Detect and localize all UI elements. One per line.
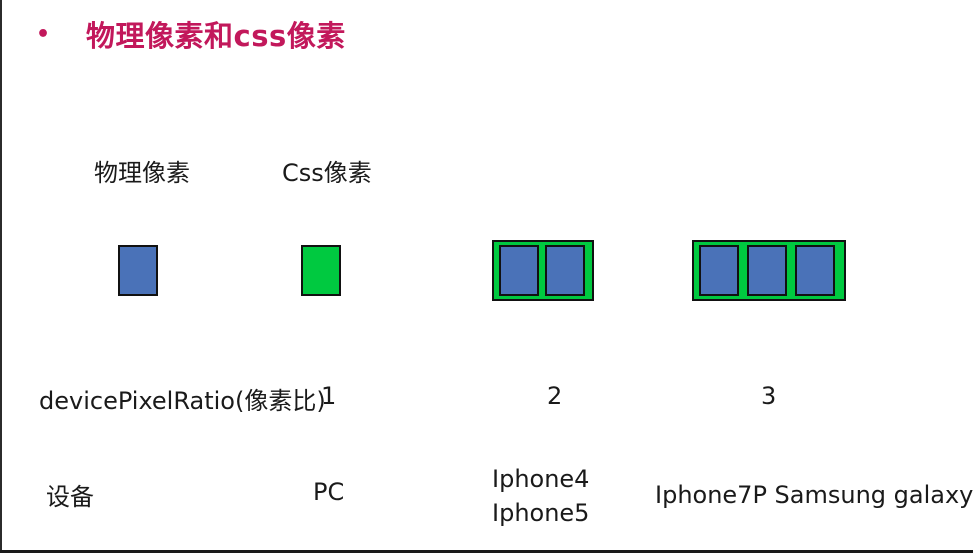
device-iphone4: Iphone4 [492,465,590,493]
dpr3-physical-pixel [795,245,835,296]
dpr3-physical-pixel [747,245,787,296]
slide-title-row: • 物理像素和css像素 [36,14,346,54]
device-large: Iphone7P Samsung galaxy [655,481,973,509]
device-iphone5: Iphone5 [492,499,590,527]
device-label: 设备 [46,483,94,511]
bottom-bar [0,550,973,553]
device-pc: PC [313,478,345,506]
dpr-value-pc: 1 [321,382,337,410]
dpr3-css-pixel [692,240,846,301]
dpr3-physical-pixel [699,245,739,296]
dpr2-physical-pixel [499,245,539,296]
css-pixel-header: Css像素 [282,159,372,187]
physical-pixel-square [118,245,158,296]
css-pixel-square [301,245,341,296]
dpr-value-large: 3 [761,382,777,410]
physical-pixel-header: 物理像素 [94,159,190,187]
title-bullet: • [36,21,51,47]
dpr-value-iphone: 2 [547,382,563,410]
dpr-label: devicePixelRatio(像素比) [39,387,326,415]
left-border [0,0,2,553]
slide-title: 物理像素和css像素 [86,19,346,53]
dpr2-css-pixel [492,240,594,301]
dpr2-physical-pixel [545,245,585,296]
